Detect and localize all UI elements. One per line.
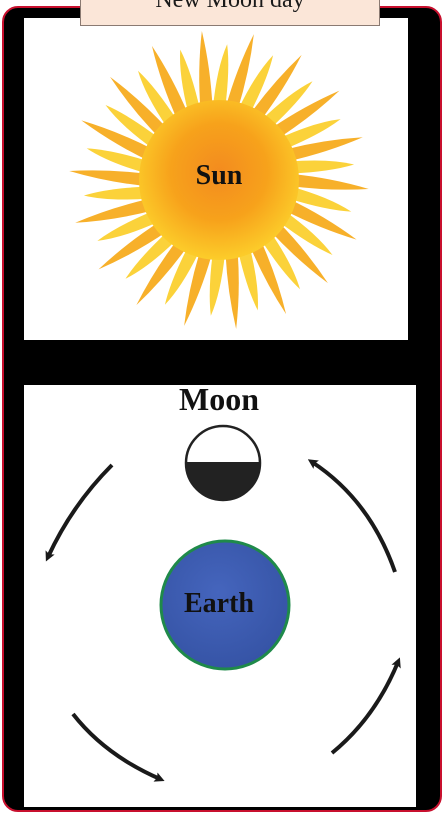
sun-ray xyxy=(210,252,225,316)
sun-ray xyxy=(69,170,147,186)
orbit-arrow-lower-left xyxy=(73,714,160,779)
sun-ray xyxy=(225,250,238,329)
diagram-title-text: New Moon day xyxy=(81,0,379,11)
sun-ray xyxy=(213,44,228,108)
orbit-arrow-upper-left xyxy=(48,465,112,557)
orbit-arrow-upper-right xyxy=(312,462,395,572)
moon-dark-half xyxy=(186,463,260,500)
sun-ray xyxy=(199,31,212,110)
orbit-arrow-lower-right xyxy=(332,662,398,753)
sun-label: Sun xyxy=(169,160,269,192)
moon-icon xyxy=(186,426,260,500)
sun-ray xyxy=(291,174,369,190)
diagram-title: New Moon day xyxy=(80,0,380,26)
earth-label: Earth xyxy=(169,588,269,620)
moon-label: Moon xyxy=(154,381,284,418)
